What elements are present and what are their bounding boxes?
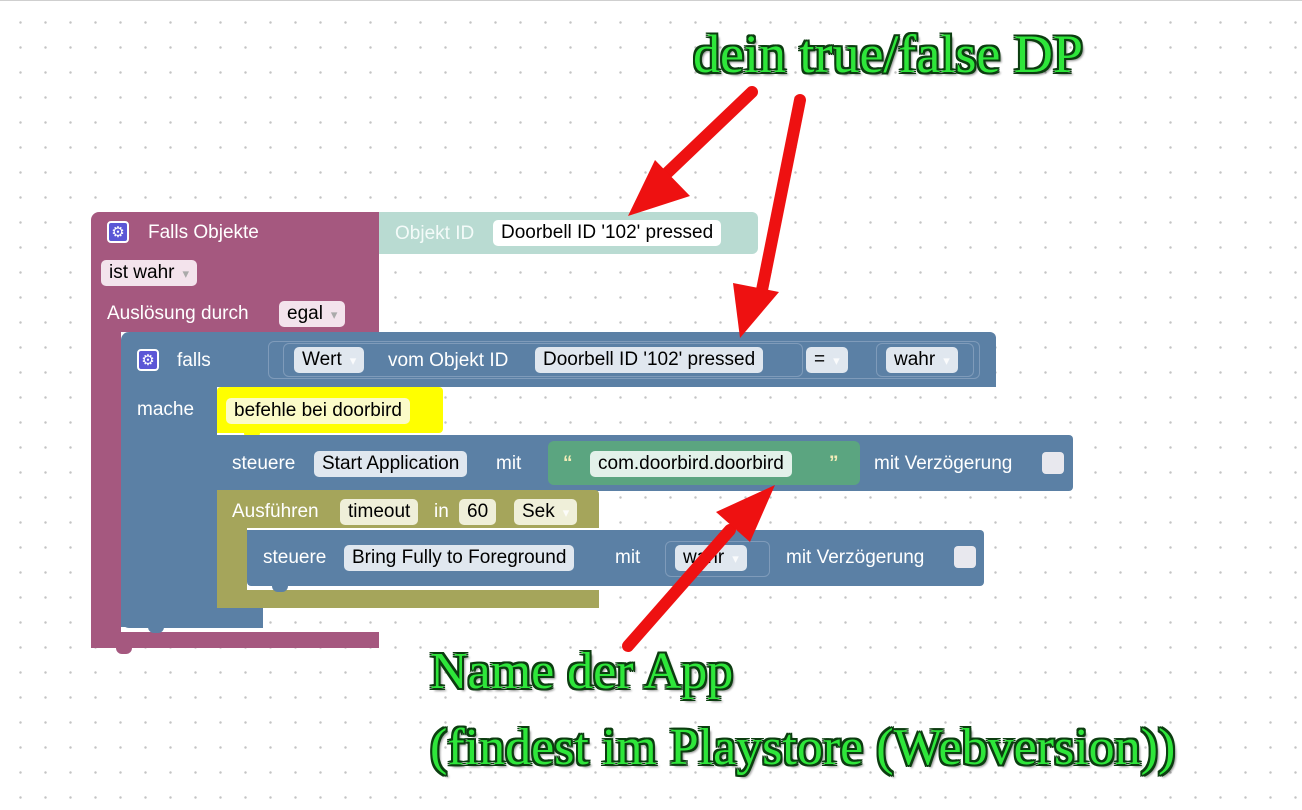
timeout-unit-dropdown[interactable]: Sek <box>514 499 578 525</box>
string-value-field[interactable]: com.doorbird.doorbird <box>590 451 792 477</box>
delay-checkbox[interactable] <box>1042 452 1064 474</box>
operator-dropdown[interactable]: = <box>806 347 848 373</box>
with-label: mit <box>496 453 522 474</box>
arrowhead-icon <box>628 160 690 216</box>
control-label: steuere <box>263 547 327 568</box>
delay-label: mit Verzögerung <box>786 547 925 568</box>
control-target-field[interactable]: Start Application <box>314 451 468 477</box>
arrow-to-trigger-object <box>659 86 758 181</box>
delay-checkbox[interactable] <box>954 546 976 568</box>
do-label: mache <box>137 399 195 420</box>
trigger-by-dropdown[interactable]: egal <box>279 301 346 327</box>
if-label: falls <box>177 350 211 371</box>
trigger-by-label: Auslösung durch <box>107 303 249 324</box>
control-target-field[interactable]: Bring Fully to Foreground <box>344 545 575 571</box>
timeout-amount-field[interactable]: 60 <box>459 499 497 525</box>
control-label: steuere <box>232 453 296 474</box>
trigger-title: Falls Objekte <box>148 222 259 243</box>
of-object-label: vom Objekt ID <box>388 350 509 371</box>
annotation-dp-label: dein true/false DP <box>693 24 1083 84</box>
comment-text[interactable]: befehle bei doorbird <box>226 398 410 424</box>
value-object-field[interactable]: Doorbell ID '102' pressed <box>535 347 764 373</box>
annotation-app-name: Name der App <box>430 643 734 700</box>
compare-value-dropdown[interactable]: wahr <box>886 347 958 373</box>
delay-label: mit Verzögerung <box>874 453 1013 474</box>
gear-icon[interactable]: ⚙ <box>107 221 129 243</box>
condition-dropdown[interactable]: ist wahr <box>101 260 197 286</box>
object-id-field[interactable]: Doorbell ID '102' pressed <box>493 220 722 246</box>
quote-open-icon: “ <box>563 453 573 474</box>
arrow-to-if-object <box>756 94 806 296</box>
arrowhead-icon <box>733 283 779 338</box>
object-id-label: Objekt ID <box>395 223 475 244</box>
in-label: in <box>434 501 449 522</box>
annotation-playstore-hint: (findest im Playstore (Webversion)) <box>430 719 1176 776</box>
quote-close-icon: ” <box>829 453 839 474</box>
with-label: mit <box>615 547 641 568</box>
canvas-top-border <box>0 0 1302 1</box>
gear-icon[interactable]: ⚙ <box>137 349 159 371</box>
timeout-name-field[interactable]: timeout <box>340 499 419 525</box>
value-dropdown[interactable]: Wert <box>294 347 365 373</box>
control-value-dropdown[interactable]: wahr <box>675 545 747 571</box>
run-label: Ausführen <box>232 501 319 522</box>
